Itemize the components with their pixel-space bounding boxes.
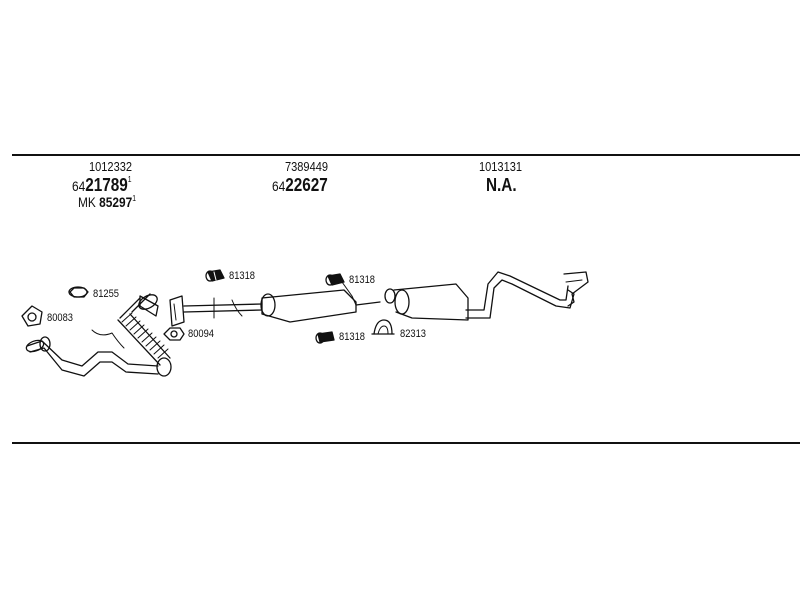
part-number-2-prefix: 64: [272, 178, 286, 194]
flex-pipe: [91, 293, 172, 377]
part-number-1-sup: 1: [127, 175, 132, 184]
center-pipe: [169, 295, 263, 327]
rubber-mount-81318-a-icon: [205, 269, 225, 282]
bottom-divider: [12, 442, 800, 444]
clamp-82313-icon: [371, 319, 395, 335]
gasket-80094-icon: [163, 327, 185, 341]
mk-number: 85297: [99, 194, 133, 210]
part-label-80094: 80094: [188, 328, 215, 340]
part-number-1: 64217891: [72, 175, 132, 195]
rubber-mount-81318-b-icon: [325, 273, 345, 286]
part-number-2-main: 22627: [285, 175, 328, 195]
part-label-80083: 80083: [47, 312, 74, 324]
part-label-81318-a: 81318: [229, 270, 256, 282]
rubber-mount-81318-c-icon: [315, 331, 335, 344]
front-downpipe: [25, 336, 159, 377]
middle-silencer: [260, 281, 381, 323]
part-number-1-prefix: 64: [72, 178, 86, 194]
mk-sup: 1: [132, 194, 137, 203]
part-label-82313: 82313: [400, 328, 427, 340]
ref-number-1: 1012332: [89, 159, 133, 174]
rear-silencer: [384, 271, 589, 321]
top-divider: [12, 154, 800, 156]
part-number-2: 6422627: [272, 176, 328, 194]
ref-number-2: 7389449: [285, 159, 329, 174]
clamp-81255-icon: [68, 286, 89, 298]
part-number-1-main: 21789: [85, 175, 128, 195]
part-label-81318-c: 81318: [339, 331, 366, 343]
status-not-available: N.A.: [486, 175, 517, 195]
part-label-81318-b: 81318: [349, 274, 376, 286]
gasket-80083-icon: [21, 305, 43, 327]
mk-prefix: MK: [78, 194, 96, 210]
part-label-81255: 81255: [93, 288, 120, 300]
mk-number-1: MK 852971: [78, 194, 137, 210]
ref-number-3: 1013131: [479, 159, 523, 174]
